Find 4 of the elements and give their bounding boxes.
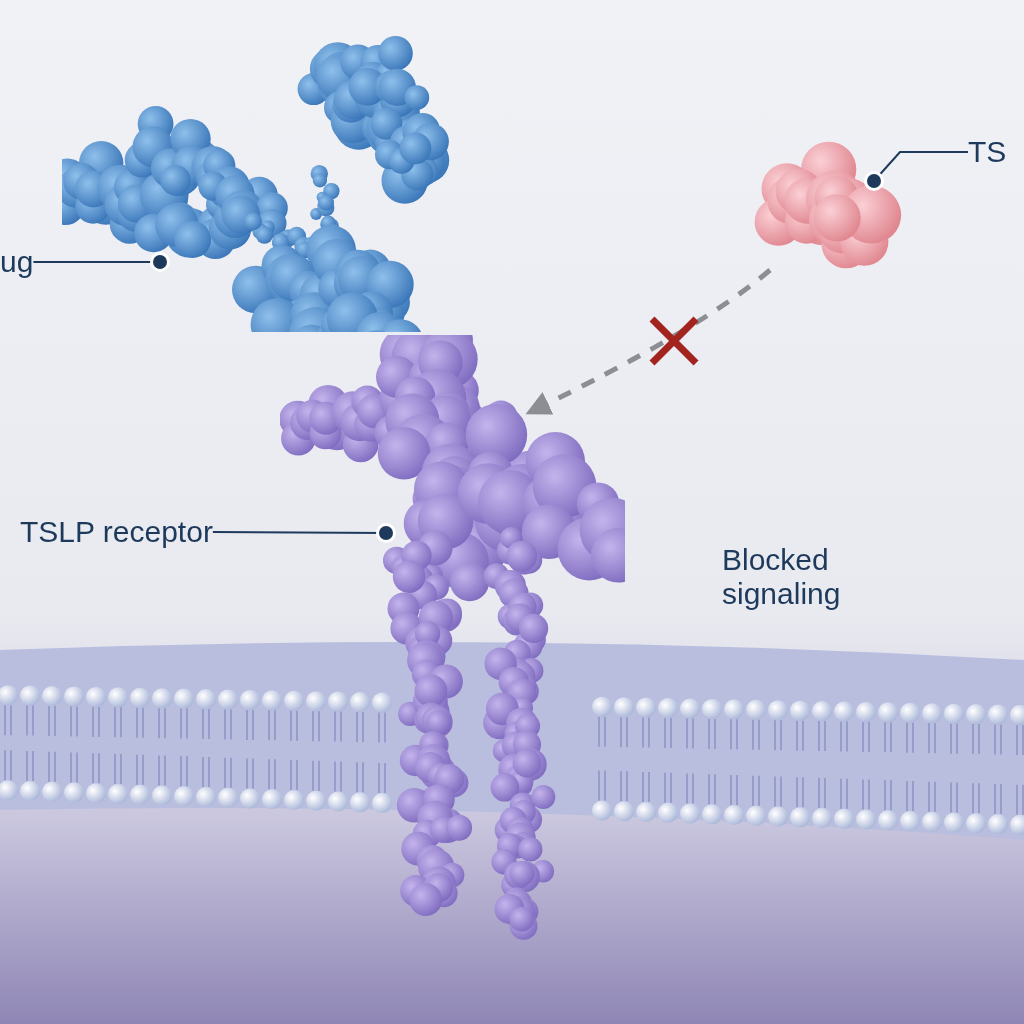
callout-label: TSLP receptor (20, 515, 213, 549)
callout-label: ug (0, 245, 34, 279)
callout-label: TS (968, 135, 1007, 169)
annotation-text: Blocked signaling (722, 543, 842, 611)
